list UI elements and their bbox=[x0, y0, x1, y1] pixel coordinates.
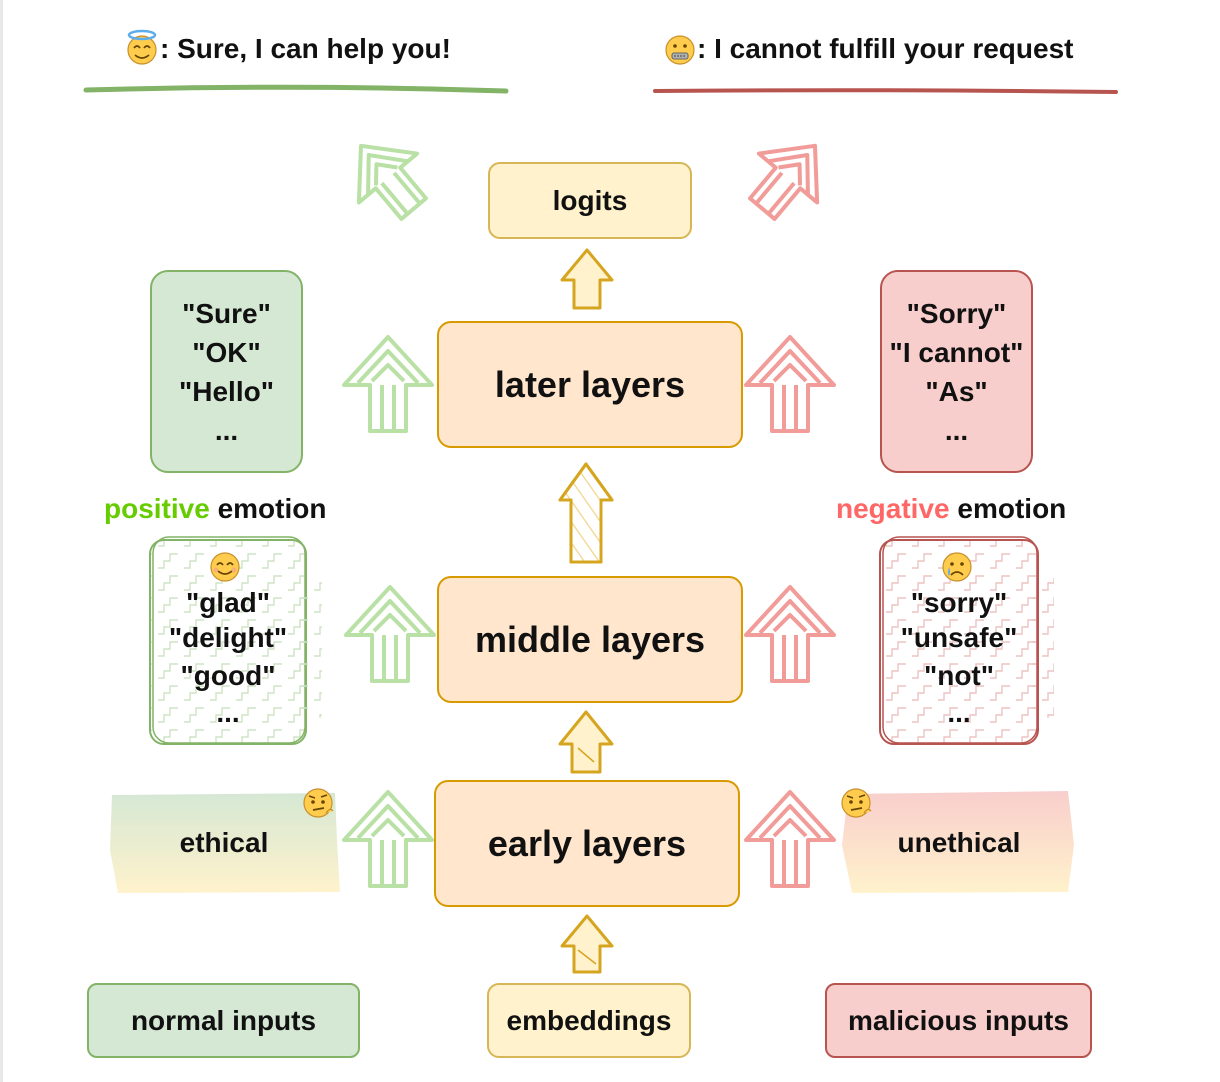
positive-token: "OK" bbox=[192, 336, 261, 368]
negative-words-emoji bbox=[942, 552, 972, 582]
positive-word: "good" bbox=[180, 660, 276, 691]
middle-layers-box: middle layers bbox=[437, 576, 743, 703]
normal-inputs-label: normal inputs bbox=[130, 1004, 317, 1036]
negative-word: "sorry" bbox=[910, 587, 1008, 618]
unethical-note-label: unethical bbox=[897, 827, 1021, 858]
positive-words-frame bbox=[149, 536, 322, 745]
ethical-confused-emoji bbox=[303, 788, 334, 818]
center-arrow-to-later bbox=[558, 462, 614, 564]
logits-label: logits bbox=[552, 184, 628, 216]
center-arrow-to-early bbox=[560, 914, 614, 974]
green-up-arrow-early bbox=[342, 790, 434, 888]
early-layers-box: early layers bbox=[434, 780, 740, 907]
ethical-note-label: ethical bbox=[179, 827, 269, 858]
unethical-note: unethical bbox=[846, 795, 1072, 891]
negative-emotion-label: negative emotion bbox=[836, 493, 1066, 525]
positive-token: ... bbox=[214, 414, 239, 446]
positive-word: "delight" bbox=[168, 622, 288, 653]
positive-emotion-label: positive emotion bbox=[104, 493, 326, 525]
positive-word: "glad" bbox=[185, 587, 271, 618]
logits-box: logits bbox=[488, 162, 692, 239]
negative-words-frame bbox=[879, 536, 1054, 745]
positive-token: "Sure" bbox=[182, 297, 271, 329]
embeddings-label: embeddings bbox=[506, 1004, 672, 1036]
positive-tokens-box: "Sure" "OK" "Hello" ... bbox=[150, 270, 303, 473]
malicious-inputs-box: malicious inputs bbox=[825, 983, 1092, 1058]
positive-underline bbox=[83, 84, 509, 94]
negative-token: "Sorry" bbox=[906, 297, 1007, 329]
positive-emotion-suffix: emotion bbox=[209, 493, 327, 524]
positive-word: ... bbox=[216, 697, 240, 728]
page-left-edge bbox=[0, 0, 3, 1082]
unethical-note-shape bbox=[842, 791, 1074, 893]
positive-words-list: "glad" "delight" "good" ... bbox=[150, 584, 306, 734]
malicious-inputs-label: malicious inputs bbox=[848, 1004, 1069, 1036]
negative-token: ... bbox=[944, 414, 969, 446]
negative-word: "unsafe" bbox=[900, 622, 1018, 653]
header-negative-response: : I cannot fulfill your request bbox=[697, 33, 1073, 65]
red-up-arrow-middle bbox=[744, 585, 836, 683]
embeddings-box: embeddings bbox=[487, 983, 691, 1058]
header-positive-text: : Sure, I can help you! bbox=[160, 33, 451, 64]
header-zipper-emoji bbox=[665, 35, 695, 65]
header-negative-text: : I cannot fulfill your request bbox=[697, 33, 1074, 64]
negative-tokens-box: "Sorry" "I cannot" "As" ... bbox=[880, 270, 1033, 473]
ethical-note-shape bbox=[110, 793, 340, 893]
negative-token: "I cannot" bbox=[889, 336, 1024, 368]
positive-words-emoji bbox=[210, 552, 240, 582]
negative-underline bbox=[653, 88, 1118, 94]
header-positive-response: : Sure, I can help you! bbox=[160, 33, 451, 65]
red-up-arrow-early bbox=[744, 790, 836, 888]
negative-token: "As" bbox=[925, 375, 988, 407]
green-diagonal-arrow bbox=[356, 143, 428, 221]
center-arrow-to-middle bbox=[558, 710, 614, 774]
ethical-note: ethical bbox=[112, 795, 336, 891]
negative-emotion-word: negative bbox=[836, 493, 950, 524]
negative-word: ... bbox=[947, 697, 971, 728]
red-diagonal-arrow bbox=[748, 143, 820, 221]
early-layers-label: early layers bbox=[487, 822, 687, 864]
later-layers-label: later layers bbox=[494, 363, 686, 405]
unethical-confused-emoji bbox=[841, 788, 872, 818]
negative-emotion-suffix: emotion bbox=[949, 493, 1067, 524]
negative-words-list: "sorry" "unsafe" "not" ... bbox=[880, 584, 1038, 734]
red-up-arrow-later bbox=[744, 335, 836, 433]
middle-layers-label: middle layers bbox=[474, 618, 706, 660]
normal-inputs-box: normal inputs bbox=[87, 983, 360, 1058]
later-layers-box: later layers bbox=[437, 321, 743, 448]
positive-emotion-word: positive bbox=[104, 493, 210, 524]
negative-word: "not" bbox=[923, 660, 995, 691]
header-halo-emoji bbox=[127, 29, 157, 65]
green-up-arrow-middle bbox=[344, 585, 436, 683]
positive-token: "Hello" bbox=[178, 375, 274, 407]
green-up-arrow-later bbox=[342, 335, 434, 433]
center-arrow-to-logits bbox=[560, 248, 614, 310]
